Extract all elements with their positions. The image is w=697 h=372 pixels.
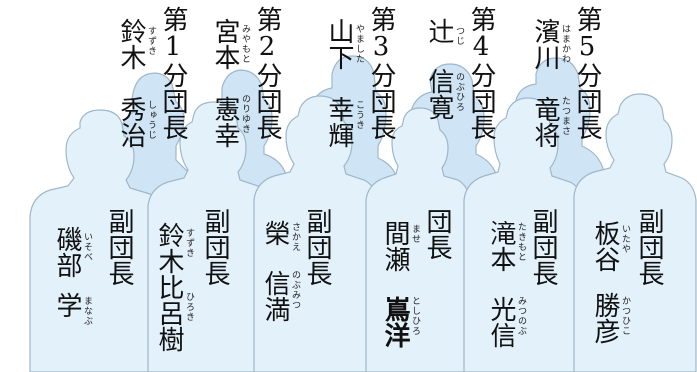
surname-ruby-b4: つじ [454, 26, 464, 46]
given-b3: 幸輝 [324, 96, 354, 148]
given-ruby-f5: みつのぶ [516, 296, 526, 336]
surname-ruby-f2: すずき [184, 228, 194, 258]
silhouette-f5 [463, 97, 585, 372]
surname-ruby-b1: すずき [146, 26, 156, 56]
title-b5: 第5分団長 [572, 6, 602, 140]
surname-ruby-f1: いそべ [82, 232, 92, 262]
title-f5: 副団長 [528, 208, 558, 286]
surname-b5: 濱川 [530, 18, 560, 70]
given-ruby-b2: のりゆき [240, 94, 250, 134]
silhouette-f2 [147, 101, 273, 372]
surname-b3: 山下 [324, 18, 354, 70]
surname-f4: 間瀬 [380, 220, 410, 272]
title-f3: 副団長 [302, 208, 332, 286]
surname-ruby-b2: みやもと [240, 24, 250, 64]
surname-b4: 辻 [424, 18, 454, 44]
surname-f3: 榮 [260, 220, 290, 246]
given-ruby-f2: ひろき [184, 292, 194, 322]
given-f1: 学 [52, 292, 82, 318]
given-b4: 信寛 [424, 68, 454, 120]
given-ruby-f1: まなぶ [82, 296, 92, 326]
surname-ruby-b5: はまかわ [560, 24, 570, 64]
surname-ruby-f3: さかえ [290, 222, 300, 252]
silhouette-f1 [29, 109, 167, 372]
title-b1: 第1分団長 [158, 6, 188, 140]
given-f4: 嶌洋 [380, 296, 410, 348]
title-b2: 第2分団長 [252, 6, 282, 140]
given-ruby-b3: こうき [354, 100, 364, 130]
title-b3: 第3分団長 [366, 6, 396, 140]
title-b4: 第4分団長 [466, 6, 496, 140]
given-b5: 竜将 [530, 96, 560, 148]
given-ruby-b4: のぶひろ [454, 72, 464, 112]
surname-ruby-f5: たきもと [516, 222, 526, 262]
title-f1: 副団長 [104, 208, 134, 286]
given-ruby-b5: たつまさ [560, 96, 570, 136]
given-b1: 秀治 [116, 96, 146, 148]
name-f2: 鈴木比呂樹 [154, 222, 184, 352]
given-ruby-b1: しゅうじ [146, 100, 156, 140]
surname-f5: 滝本 [486, 220, 516, 272]
surname-b2: 宮本 [210, 18, 240, 70]
silhouette-f3 [253, 95, 379, 372]
title-f2: 副団長 [200, 208, 230, 286]
surname-ruby-b3: やました [354, 24, 364, 64]
given-ruby-f4: としひろ [410, 296, 420, 336]
given-f5: 光信 [486, 296, 516, 348]
surname-ruby-f6: いたや [620, 224, 630, 254]
surname-ruby-f4: ませ [410, 224, 420, 244]
given-ruby-f3: のぶみつ [290, 270, 300, 310]
surname-f1: 磯部 [52, 226, 82, 278]
surname-f6: 板谷 [590, 220, 620, 272]
given-f3: 信満 [260, 270, 290, 322]
given-b2: 憲幸 [210, 96, 240, 148]
silhouette-f4 [365, 107, 471, 372]
given-f6: 勝彦 [590, 292, 620, 344]
given-ruby-f6: かつひこ [620, 296, 630, 336]
silhouette-f6 [573, 93, 697, 372]
title-f4: 団長 [422, 208, 452, 260]
title-f6: 副団長 [634, 208, 664, 286]
surname-b1: 鈴木 [116, 18, 146, 70]
